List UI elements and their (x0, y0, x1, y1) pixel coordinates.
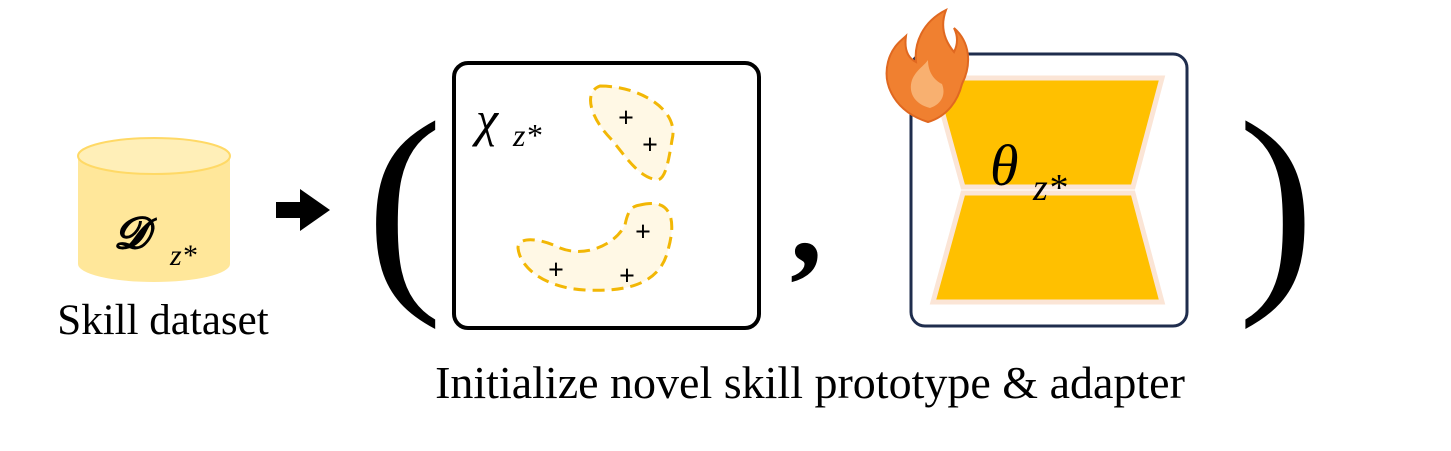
adapter-subscript: z* (1032, 167, 1067, 209)
flame-icon (885, 7, 970, 124)
adapter-upper-layer (929, 75, 1166, 190)
close-parenthesis: ) (1238, 75, 1315, 330)
cylinder-top (77, 137, 231, 175)
adapter-symbol: θ (990, 133, 1019, 198)
prototype-region-lower (516, 202, 674, 292)
diagram-caption: Initialize novel skill prototype & adapt… (435, 357, 1185, 408)
prototype-region-upper (589, 84, 675, 182)
adapter-lower-layer (929, 190, 1166, 305)
prototype-subscript: z* (512, 117, 541, 153)
adapter-box: θ z* (885, 7, 1189, 328)
cylinder-body (78, 156, 230, 282)
dataset-subscript: z* (169, 239, 197, 272)
dataset-label: Skill dataset (57, 297, 269, 344)
prototype-point: + (548, 255, 564, 286)
prototype-symbol: χ (472, 91, 500, 147)
prototype-point: + (619, 261, 635, 292)
prototype-point: + (635, 217, 651, 248)
comma: , (790, 147, 823, 291)
arrow-icon (276, 189, 330, 231)
prototype-box: χ z* + + + + + (452, 61, 761, 330)
prototype-point: + (642, 130, 658, 161)
open-parenthesis: ( (366, 75, 443, 330)
prototype-point: + (618, 103, 634, 134)
dataset-cylinder: 𝓓 z* (77, 137, 231, 282)
